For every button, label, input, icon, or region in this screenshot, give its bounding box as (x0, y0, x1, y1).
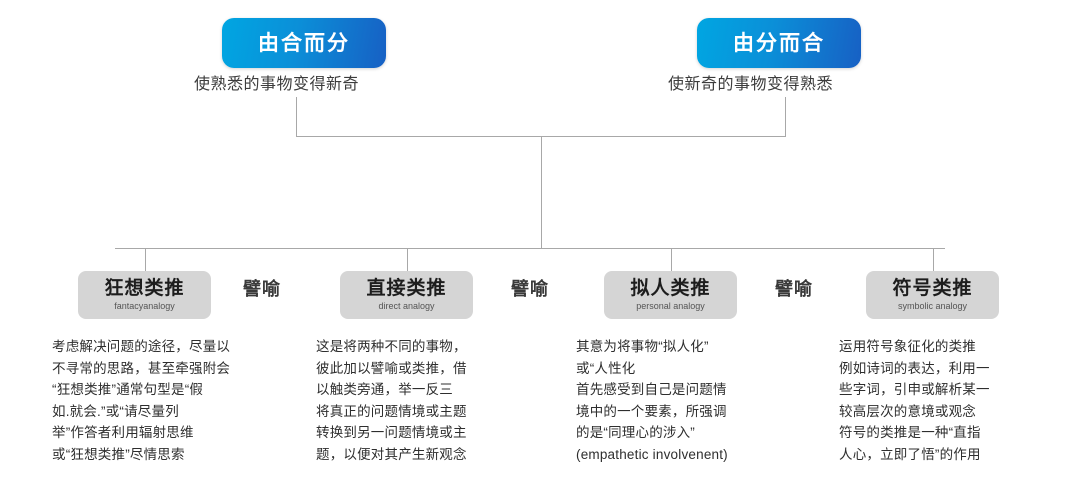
top-node-box-right[interactable]: 由分而合 (697, 18, 861, 68)
connector-vertical-to-category-3 (933, 248, 934, 271)
category-box-direct-analogy[interactable]: 直接类推 direct analogy (340, 271, 473, 319)
connector-vertical-from-left-top-node (296, 97, 297, 136)
top-node-caption-left: 使熟悉的事物变得新奇 (194, 76, 360, 93)
top-node-label-left: 由合而分 (258, 31, 350, 55)
top-node-label-right: 由分而合 (733, 31, 825, 55)
category-subtitle-0: fantacyanalogy (114, 300, 175, 311)
category-subtitle-1: direct analogy (378, 300, 435, 311)
connector-vertical-to-category-1 (407, 248, 408, 271)
top-node-caption-right: 使新奇的事物变得熟悉 (668, 76, 834, 93)
connector-vertical-to-category-0 (145, 248, 146, 271)
category-description-1: 这是将两种不同的事物， 彼此加以譬喻或类推，借 以触类旁通，举一反三 将真正的问… (316, 339, 467, 462)
connector-vertical-center-drop (541, 136, 542, 248)
connector-vertical-to-category-2 (671, 248, 672, 271)
category-subtitle-3: symbolic analogy (897, 300, 968, 311)
category-box-fantasy-analogy[interactable]: 狂想类推 fantacyanalogy (78, 271, 211, 319)
category-subtitle-2: personal analogy (636, 300, 705, 311)
category-title-2: 拟人类推 (630, 278, 711, 300)
connector-vertical-from-right-top-node (785, 97, 786, 136)
category-box-symbolic-analogy[interactable]: 符号类推 symbolic analogy (866, 271, 999, 319)
relation-label-2: 譬喻 (775, 279, 813, 299)
relation-label-1: 譬喻 (511, 279, 549, 299)
category-description-3: 运用符号象征化的类推 例如诗词的表达，利用一 些字词，引申或解析某一 较高层次的… (839, 339, 990, 462)
category-box-personal-analogy[interactable]: 拟人类推 personal analogy (604, 271, 737, 319)
category-title-3: 符号类推 (892, 278, 973, 300)
category-description-0: 考虑解决问题的途径，尽量以 不寻常的思路，甚至牵强附会 “狂想类推”通常句型是“… (52, 339, 231, 462)
category-title-1: 直接类推 (366, 278, 447, 300)
top-node-box-left[interactable]: 由合而分 (222, 18, 386, 68)
relation-label-0: 譬喻 (243, 279, 281, 299)
category-description-2: 其意为将事物“拟人化” 或“人性化 首先感受到自己是问题情 境中的一个要素，所强… (576, 339, 728, 462)
connector-horizontal-distribution-bar (115, 248, 945, 249)
category-title-0: 狂想类推 (104, 278, 185, 300)
